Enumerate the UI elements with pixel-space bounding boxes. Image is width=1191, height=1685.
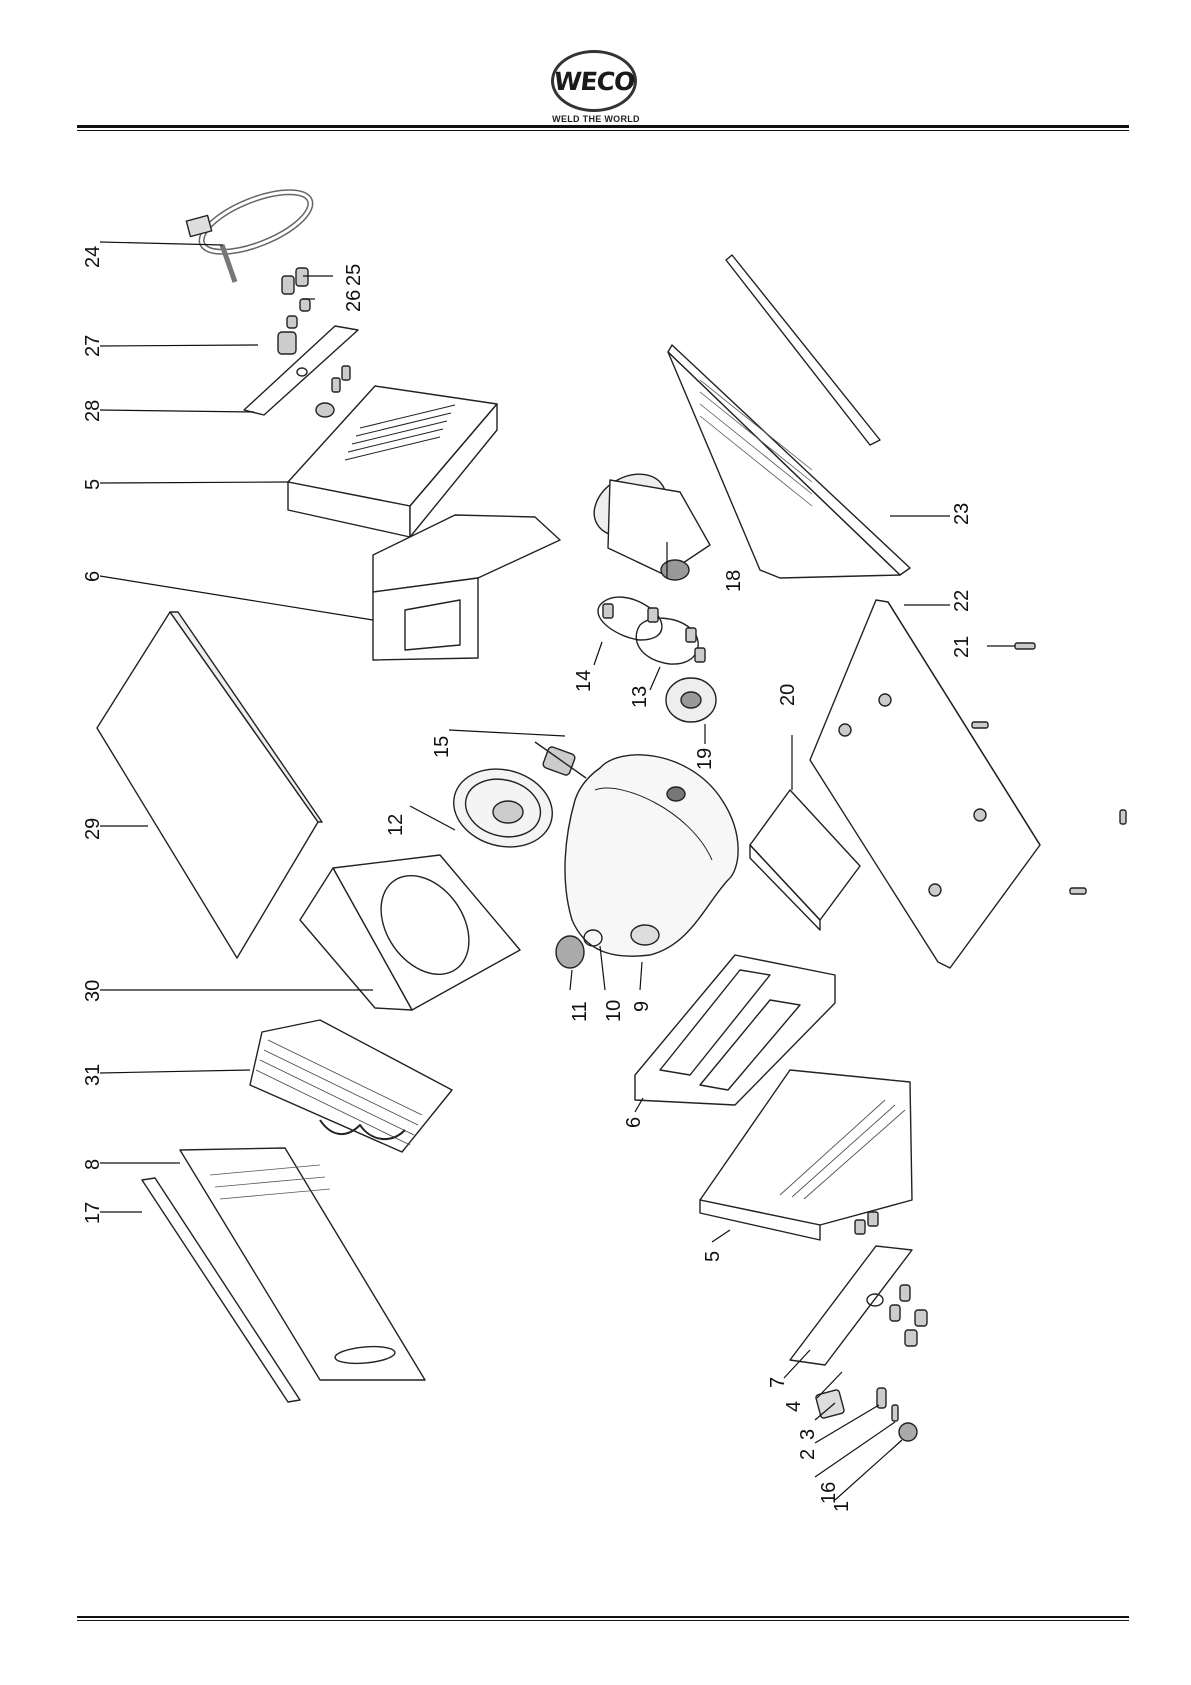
callout-22: 22 [951, 590, 973, 612]
callout-4: 4 [783, 1401, 805, 1412]
callout-30: 30 [82, 980, 104, 1002]
callout-31: 31 [82, 1064, 104, 1086]
callout-27: 27 [82, 335, 104, 357]
callout-12: 12 [385, 814, 407, 836]
callout-19: 19 [694, 748, 716, 770]
knob-part [899, 1423, 917, 1441]
callout-15: 15 [431, 736, 453, 758]
callout-5-top: 5 [82, 479, 104, 490]
callout-25: 25 [343, 264, 365, 286]
callout-23: 23 [951, 503, 973, 525]
power-cable-part [186, 180, 318, 282]
callout-29: 29 [82, 818, 104, 840]
fan-bracket [300, 855, 520, 1010]
callout-2: 2 [797, 1449, 819, 1460]
callout-21: 21 [951, 636, 973, 658]
pump-motor [583, 462, 710, 580]
callout-8: 8 [82, 1159, 104, 1170]
callout-20: 20 [777, 684, 799, 706]
water-tank [565, 755, 738, 956]
callout-18: 18 [723, 570, 745, 592]
callout-10: 10 [603, 1000, 625, 1022]
callout-26: 26 [343, 290, 365, 312]
callout-14: 14 [573, 670, 595, 692]
callout-13: 13 [629, 686, 651, 708]
cooling-fan [445, 758, 561, 857]
callout-11: 11 [569, 1001, 591, 1022]
callout-6-top: 6 [82, 571, 104, 582]
callout-24: 24 [82, 246, 104, 268]
callout-3: 3 [797, 1429, 819, 1440]
callout-28: 28 [82, 400, 104, 422]
pin-part [892, 1405, 898, 1421]
callout-7: 7 [767, 1377, 789, 1388]
filler-cap [666, 678, 716, 722]
callout-9: 9 [631, 1001, 653, 1012]
inner-frame-top [373, 515, 560, 660]
radiator [250, 1020, 452, 1152]
callout-6-bottom: 6 [623, 1117, 645, 1128]
callout-1: 1 [831, 1501, 853, 1512]
callout-16: 16 [818, 1482, 840, 1504]
switch-part [815, 1389, 844, 1418]
valve-part [535, 742, 586, 778]
side-grille-panel [180, 1148, 425, 1380]
callout-17: 17 [82, 1202, 104, 1224]
callout-5-bottom: 5 [702, 1251, 724, 1262]
top-panel-right [668, 255, 910, 578]
base-plate [810, 600, 1040, 968]
rear-plate [244, 326, 358, 415]
